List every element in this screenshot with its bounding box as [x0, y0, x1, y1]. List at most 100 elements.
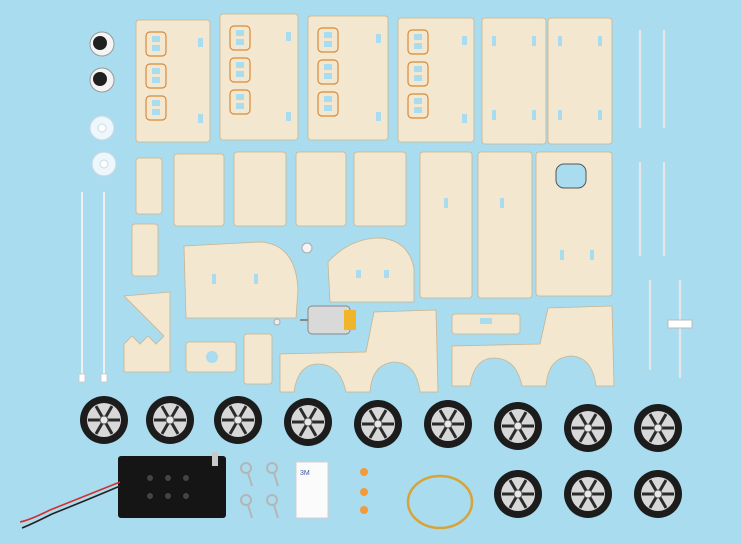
- slot: [462, 114, 467, 123]
- comb-panel: [123, 291, 171, 373]
- slot: [598, 110, 602, 120]
- arch-plate: [327, 237, 415, 303]
- screw-eye-shank: [273, 472, 279, 487]
- wheel-4: [284, 398, 332, 446]
- slot: [492, 110, 496, 120]
- slot: [376, 112, 381, 121]
- slot: [376, 34, 381, 43]
- pulley-hub: [99, 159, 109, 169]
- slot: [444, 198, 448, 208]
- small-panel-b: [131, 223, 159, 277]
- side-panel-1-window-cutout: [152, 68, 160, 74]
- door-panel-1: [173, 153, 225, 227]
- side-panel-4-window: [407, 61, 429, 87]
- screw-eye-2: [266, 462, 278, 474]
- small-panel-a: [135, 157, 163, 215]
- side-panel-2-window-cutout: [236, 71, 244, 77]
- slot: [356, 270, 361, 278]
- slot: [384, 270, 389, 278]
- small-gear: [667, 319, 693, 329]
- dc-motor-body: [307, 305, 351, 335]
- orange-bead-3: [360, 506, 368, 514]
- wooden-panels: [123, 13, 615, 393]
- slot: [560, 250, 564, 260]
- googly-eye-pupil: [93, 72, 107, 86]
- side-panel-2-window-cutout: [236, 94, 244, 100]
- side-panel-2-window-cutout: [236, 30, 244, 36]
- side-panel-4-window-cutout: [414, 43, 422, 49]
- slot: [286, 112, 291, 121]
- dc-motor-cap: [344, 310, 356, 330]
- side-panel-4-window-cutout: [414, 34, 422, 40]
- screw-eye-1: [240, 462, 252, 474]
- wheel-5: [354, 400, 402, 448]
- small-washer: [273, 318, 281, 326]
- slot: [532, 36, 536, 46]
- side-panel-4-window: [407, 93, 429, 119]
- side-panel-2-window: [229, 89, 251, 115]
- slot: [198, 38, 203, 47]
- side-panel-2-window-cutout: [236, 62, 244, 68]
- orange-bead-1: [360, 468, 368, 476]
- wheel-hub: [233, 415, 243, 425]
- side-panel-4-window-cutout: [414, 98, 422, 104]
- wheel-hub: [513, 489, 523, 499]
- screw-eye-3: [240, 494, 252, 506]
- door-panel-3: [295, 151, 347, 227]
- wheel-hub: [583, 423, 593, 433]
- wheel-1: [80, 396, 128, 444]
- slot: [212, 274, 216, 284]
- bracket-hole: [206, 351, 218, 363]
- plain-panel-2: [547, 17, 613, 145]
- door-panel-4: [353, 151, 407, 227]
- car-body-left: [279, 309, 439, 393]
- googly-eye-pupil: [93, 36, 107, 50]
- battery-holder-hole: [183, 493, 189, 499]
- side-panel-4-window: [407, 29, 429, 55]
- side-panel-1-window-cutout: [152, 45, 160, 51]
- wheel-10: [494, 470, 542, 518]
- wheel-hub: [653, 423, 663, 433]
- battery-holder-hole: [183, 475, 189, 481]
- side-panel-3-window-cutout: [324, 96, 332, 102]
- wheel-3: [214, 396, 262, 444]
- wheel-2: [146, 396, 194, 444]
- rubber-band: [406, 474, 474, 530]
- slot: [492, 36, 496, 46]
- wheel-hub: [373, 419, 383, 429]
- side-panel-3-window-cutout: [324, 73, 332, 79]
- wheel-hub: [583, 489, 593, 499]
- bracket-plate-2: [243, 333, 273, 385]
- tape-brand-label: 3M: [300, 470, 310, 477]
- wheel-hub: [653, 489, 663, 499]
- wheel-6: [424, 400, 472, 448]
- side-panel-3-window: [317, 27, 339, 53]
- slot: [558, 36, 562, 46]
- small-parts: [19, 30, 693, 530]
- wheel-hub: [443, 419, 453, 429]
- slot: [558, 110, 562, 120]
- door-panel-2: [233, 151, 287, 227]
- side-panel-1-window: [145, 31, 167, 57]
- side-panel-1-window: [145, 95, 167, 121]
- side-panel-2-window-cutout: [236, 39, 244, 45]
- side-panel-1-window-cutout: [152, 100, 160, 106]
- slot: [598, 36, 602, 46]
- tall-panel-2: [477, 151, 533, 299]
- side-panel-4-window-cutout: [414, 66, 422, 72]
- side-panel-4-window-cutout: [414, 75, 422, 81]
- slot: [532, 110, 536, 120]
- cable-tie-head: [100, 373, 108, 383]
- battery-holder-hole: [147, 493, 153, 499]
- wheel-hub: [513, 421, 523, 431]
- cable-tie-head: [78, 373, 86, 383]
- wheel-hub: [165, 415, 175, 425]
- battery-terminal: [212, 452, 218, 466]
- side-panel-2-window: [229, 25, 251, 51]
- screw-eye-shank: [247, 472, 253, 487]
- side-panel-2-window-cutout: [236, 103, 244, 109]
- wheel-7: [494, 402, 542, 450]
- screw-eye-4: [266, 494, 278, 506]
